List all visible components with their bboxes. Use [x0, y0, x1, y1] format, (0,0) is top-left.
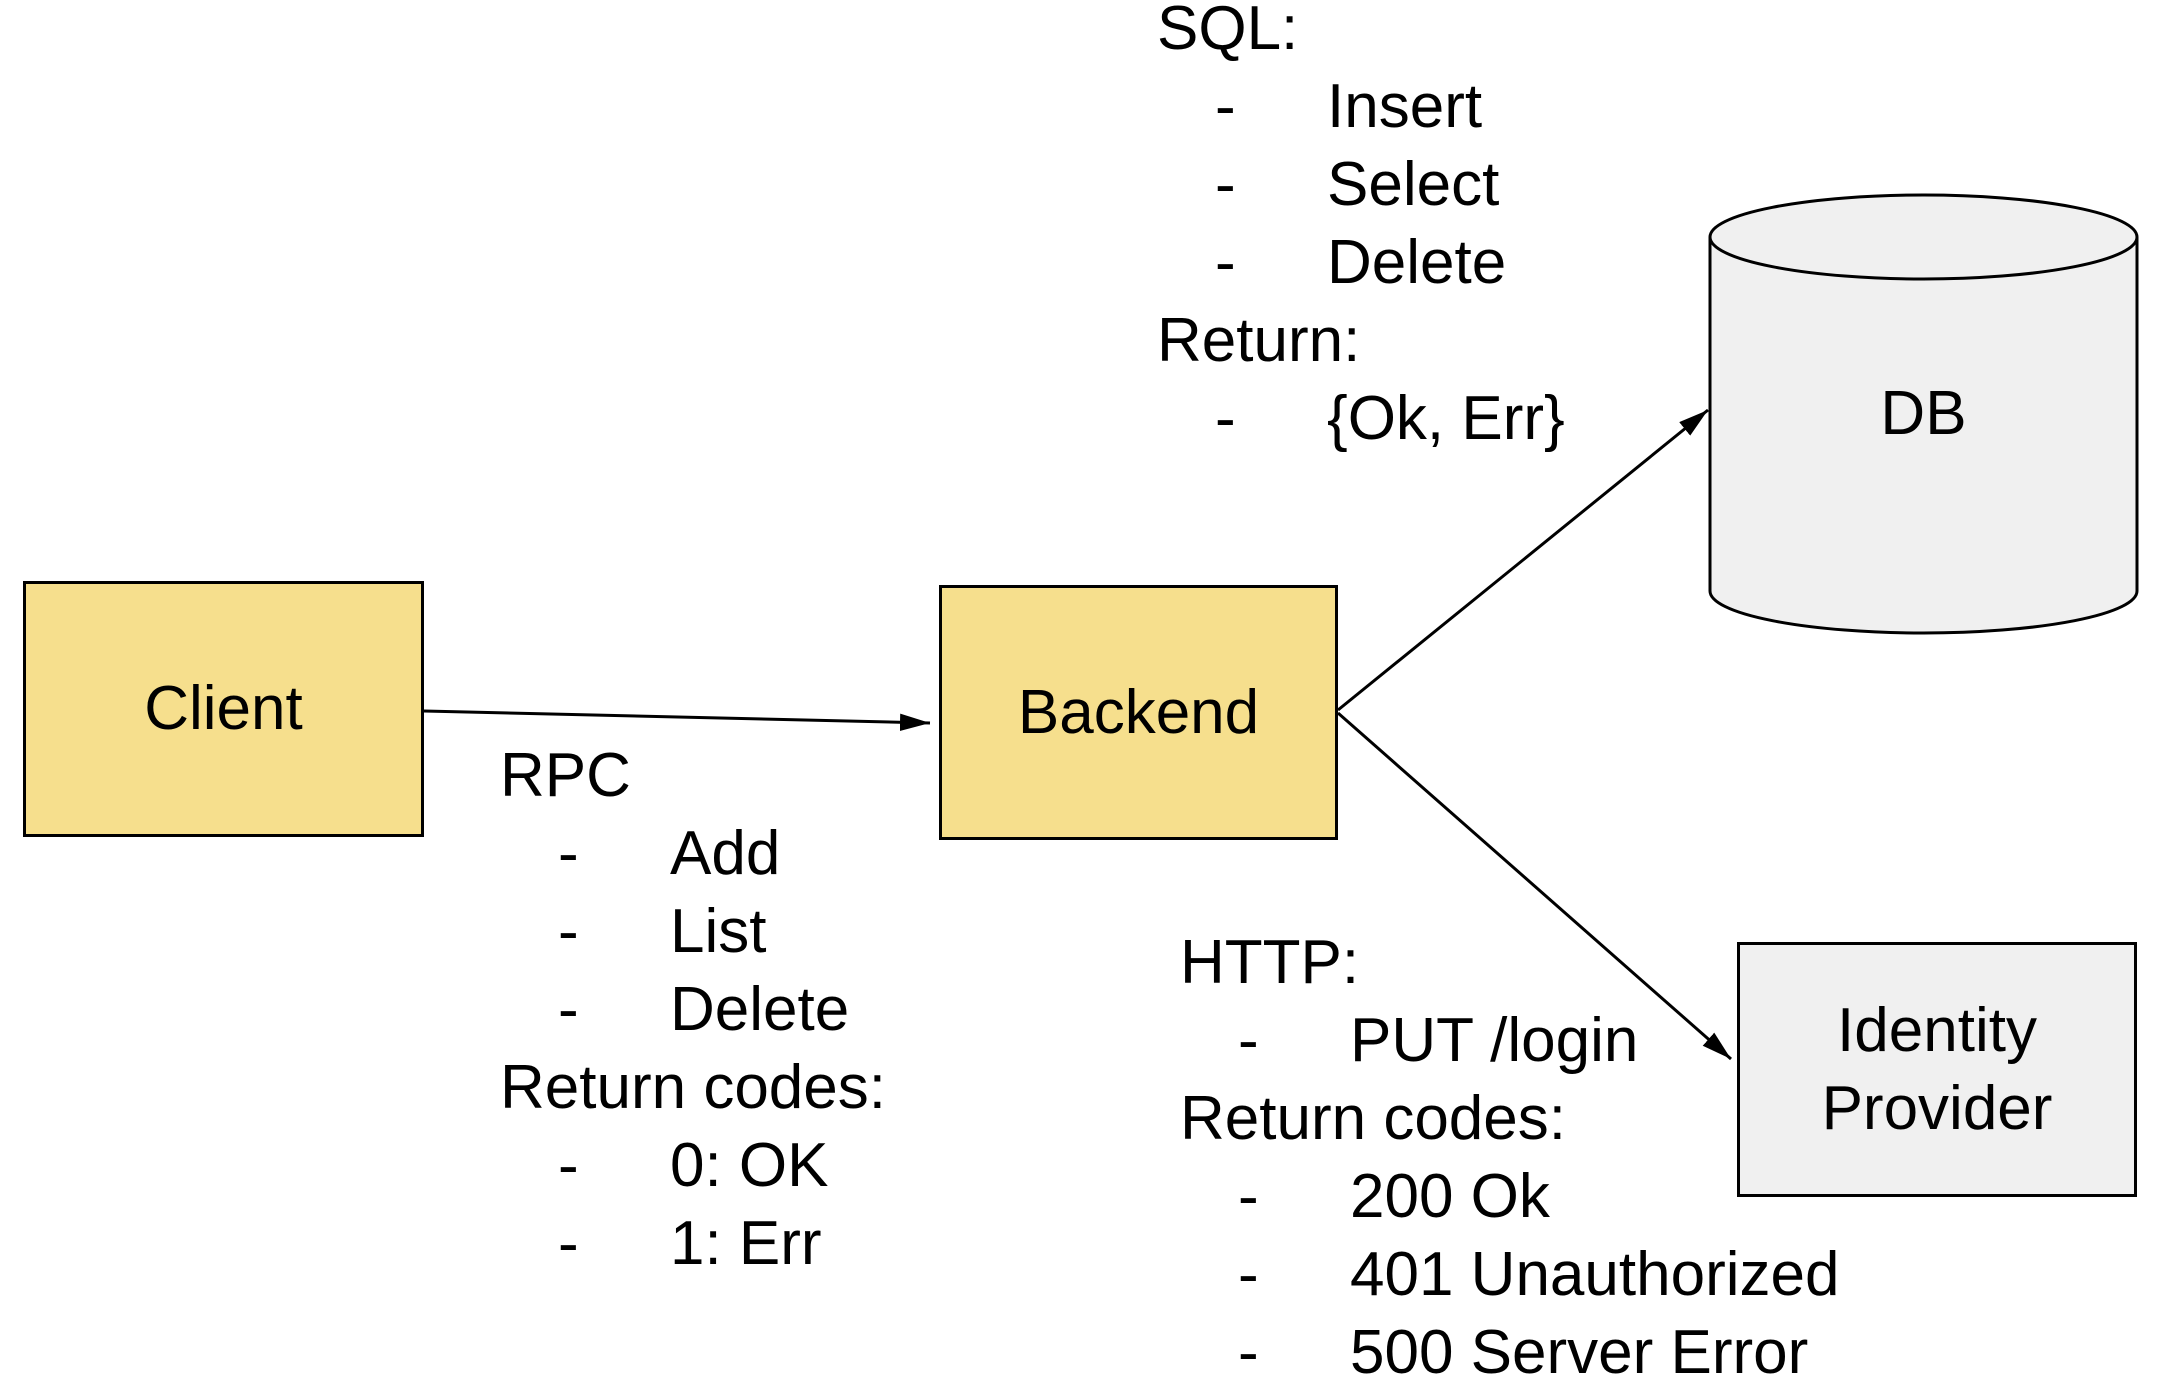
db-cylinder-shape — [1708, 193, 2139, 635]
annotation-line-item: - Add — [500, 815, 886, 893]
bullet-dash: - — [558, 1209, 579, 1278]
backend-node: Backend — [939, 585, 1338, 840]
annotation-item-text: Add — [670, 819, 781, 888]
bullet-dash: - — [558, 975, 579, 1044]
annotation-item-text: {Ok, Err} — [1327, 384, 1565, 453]
client-node-label: Client — [144, 674, 303, 743]
identity-provider-node: Identity Provider — [1737, 942, 2137, 1197]
annotation-line-item: - List — [500, 893, 886, 971]
annotation-item-text: Select — [1327, 150, 1500, 219]
client-node: Client — [23, 581, 424, 837]
annotation-line-item: - 500 Server Error — [1180, 1314, 1839, 1392]
bullet-dash: - — [1238, 1240, 1259, 1309]
backend-node-label: Backend — [1017, 677, 1260, 747]
db-cylinder-rim — [1708, 236, 2139, 281]
annotation-item-text: 200 Ok — [1350, 1162, 1550, 1231]
annotation-line-header: Return codes: — [1180, 1084, 1566, 1153]
annotation-item-text: List — [670, 897, 767, 966]
db-node-label: DB — [1880, 379, 1967, 448]
annotation-line-header: HTTP: — [1180, 928, 1360, 997]
annotation-line-item: - Delete — [500, 971, 886, 1049]
bullet-dash: - — [1215, 384, 1236, 453]
annotation-line-item: - Delete — [1157, 224, 1565, 302]
annotation-item-text: 401 Unauthorized — [1350, 1240, 1840, 1309]
bullet-dash: - — [558, 1131, 579, 1200]
arrow-client-to-backend — [423, 709, 931, 731]
arrow-backend-to-identity-provider — [1337, 711, 1732, 1061]
identity-provider-node-label: Identity Provider — [1821, 995, 2053, 1143]
arrow-backend-to-db — [1337, 408, 1709, 712]
bullet-dash: - — [1238, 1006, 1259, 1075]
bullet-dash: - — [1215, 72, 1236, 141]
annotation-item-text: 500 Server Error — [1350, 1318, 1809, 1387]
annotation-line-item: - 1: Err — [500, 1205, 886, 1283]
annotation-item-text: Delete — [670, 975, 850, 1044]
annotation-line-header: Return codes: — [500, 1053, 886, 1122]
annotation-line-item: - {Ok, Err} — [1157, 380, 1565, 458]
annotation-item-text: 0: OK — [670, 1131, 829, 1200]
annotation-line-header: Return: — [1157, 306, 1361, 375]
annotation-line-item: - PUT /login — [1180, 1002, 1839, 1080]
bullet-dash: - — [1238, 1162, 1259, 1231]
annotation-line-item: - Select — [1157, 146, 1565, 224]
annotation-line-item: - 401 Unauthorized — [1180, 1236, 1839, 1314]
bullet-dash: - — [1215, 150, 1236, 219]
db-cylinder-body — [1708, 193, 2139, 635]
bullet-dash: - — [1238, 1318, 1259, 1387]
annotation-line-item: - 200 Ok — [1180, 1158, 1839, 1236]
annotation-line-item: - 0: OK — [500, 1127, 886, 1205]
annotation-item-text: 1: Err — [670, 1209, 822, 1278]
annotation-line-item: - Insert — [1157, 68, 1565, 146]
annotation-item-text: Insert — [1327, 72, 1483, 141]
bullet-dash: - — [558, 819, 579, 888]
annotation-line-header: SQL: — [1157, 0, 1299, 63]
bullet-dash: - — [558, 897, 579, 966]
annotation-line-header: RPC — [500, 741, 631, 810]
bullet-dash: - — [1215, 228, 1236, 297]
annotation-item-text: Delete — [1327, 228, 1507, 297]
annotation-item-text: PUT /login — [1350, 1006, 1639, 1075]
